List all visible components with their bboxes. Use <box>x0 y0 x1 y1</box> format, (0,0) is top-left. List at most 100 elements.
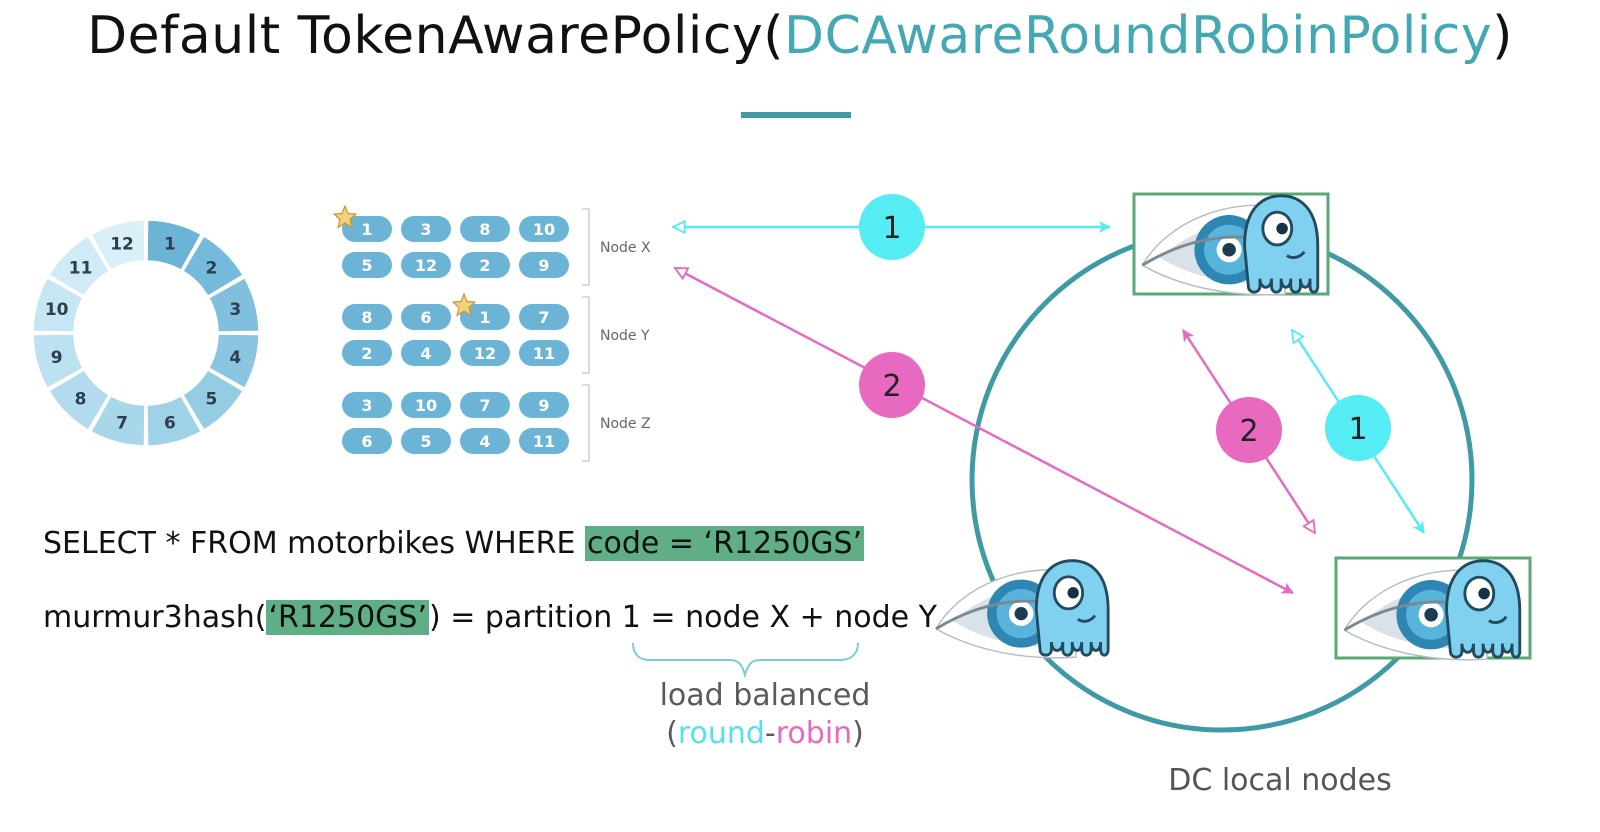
round-robin-close: ) <box>852 716 864 751</box>
token-pill <box>519 216 569 242</box>
token-pill <box>460 340 510 366</box>
token-pill-label: 1 <box>479 308 490 327</box>
token-pill-label: 10 <box>533 220 555 239</box>
ring-segment <box>47 234 111 298</box>
token-pill <box>342 252 392 278</box>
token-pill-label: 4 <box>479 432 490 451</box>
node-label: Node Z <box>600 416 651 432</box>
token-pill <box>401 340 451 366</box>
node-label: Node X <box>600 240 651 256</box>
node-bracket <box>582 208 590 286</box>
ring-token-label: 2 <box>205 259 217 279</box>
token-pill-label: 3 <box>420 220 431 239</box>
token-pill-label: 12 <box>415 256 437 275</box>
token-pill-label: 11 <box>533 344 555 363</box>
hash-suffix: ) = partition 1 = node X + node Y <box>429 600 937 635</box>
bubble-two-left-label: 2 <box>882 369 901 404</box>
select-query-text: SELECT * FROM motorbikes WHERE <box>43 526 585 561</box>
token-pill-label: 11 <box>533 432 555 451</box>
ring-segment <box>146 219 203 272</box>
token-pill-label: 6 <box>420 308 431 327</box>
token-pill <box>460 216 510 242</box>
select-query-highlight: code = ‘R1250GS’ <box>585 526 865 561</box>
token-pill <box>342 304 392 330</box>
bubble-one-top: 1 <box>859 194 925 260</box>
ring-token-label: 1 <box>164 235 176 255</box>
bubble-two-internal-label: 2 <box>1239 414 1258 449</box>
token-pill <box>519 428 569 454</box>
round-robin-open: ( <box>666 716 678 751</box>
load-balanced-label: load balanced <box>659 678 871 713</box>
node-bracket <box>582 384 590 462</box>
token-pill <box>460 428 510 454</box>
ring-segment <box>89 394 146 447</box>
select-query: SELECT * FROM motorbikes WHERE code = ‘R… <box>43 526 865 561</box>
ring-token-label: 9 <box>51 348 63 368</box>
load-balance-brace <box>632 642 859 679</box>
ring-token-label: 6 <box>164 413 176 433</box>
hash-prefix: murmur3hash( <box>43 600 267 635</box>
ring-token-label: 4 <box>229 348 241 368</box>
token-pill <box>401 392 451 418</box>
token-pill-label: 12 <box>474 344 496 363</box>
node-label: Node Y <box>600 328 650 344</box>
ring-token-label: 3 <box>229 300 241 320</box>
bubble-one-internal: 1 <box>1325 395 1391 461</box>
token-pill-label: 7 <box>479 396 490 415</box>
token-pill <box>519 340 569 366</box>
token-pill <box>342 392 392 418</box>
token-pill-label: 5 <box>361 256 372 275</box>
token-pill-label: 8 <box>479 220 490 239</box>
token-pill-label: 3 <box>361 396 372 415</box>
title-policy-name: DCAwareRoundRobinPolicy <box>784 6 1493 66</box>
token-pill-label: 4 <box>420 344 431 363</box>
hash-highlight: ‘R1250GS’ <box>266 600 430 635</box>
page-title: Default TokenAwarePolicy(DCAwareRoundRob… <box>0 6 1600 66</box>
round-robin-label: (round-robin) <box>620 716 910 751</box>
ring-token-label: 5 <box>205 389 217 409</box>
token-pill <box>401 304 451 330</box>
ring-segment <box>89 219 146 272</box>
ring-token-label: 8 <box>75 389 87 409</box>
token-pill-label: 1 <box>361 220 372 239</box>
token-pill <box>401 252 451 278</box>
token-pill <box>342 428 392 454</box>
token-pill <box>342 340 392 366</box>
token-pill <box>401 428 451 454</box>
ring-segment <box>181 368 245 432</box>
token-pill <box>519 252 569 278</box>
ring-token-label: 12 <box>110 235 134 255</box>
node-z-scylla-icon <box>934 559 1110 659</box>
token-pill-label: 6 <box>361 432 372 451</box>
ring-token-label: 7 <box>116 413 128 433</box>
bubble-one-top-label: 1 <box>882 211 901 246</box>
round-robin-dash: - <box>764 716 776 751</box>
ring-segment <box>207 276 260 333</box>
bubble-one-internal-label: 1 <box>1348 412 1367 447</box>
ring-segment <box>32 276 85 333</box>
token-pill-label: 7 <box>538 308 549 327</box>
token-pill <box>401 216 451 242</box>
title-underline <box>741 112 851 118</box>
token-pill <box>460 304 510 330</box>
bubble-two-internal: 2 <box>1216 397 1282 463</box>
ring-segment <box>146 394 203 447</box>
token-pill-label: 10 <box>415 396 437 415</box>
token-pill-label: 2 <box>479 256 490 275</box>
token-pill-label: 9 <box>538 396 549 415</box>
token-pill <box>342 216 392 242</box>
round-word: round <box>677 716 765 751</box>
ring-segment <box>181 234 245 298</box>
token-pill <box>519 392 569 418</box>
node-bracket <box>582 296 590 374</box>
title-text: Default TokenAwarePolicy( <box>87 6 785 66</box>
token-pill <box>460 392 510 418</box>
ring-token-label: 11 <box>69 259 93 279</box>
ring-segment <box>207 333 260 390</box>
token-pill-label: 8 <box>361 308 372 327</box>
token-pill-label: 5 <box>420 432 431 451</box>
dc-local-nodes-label: DC local nodes <box>1168 763 1392 798</box>
